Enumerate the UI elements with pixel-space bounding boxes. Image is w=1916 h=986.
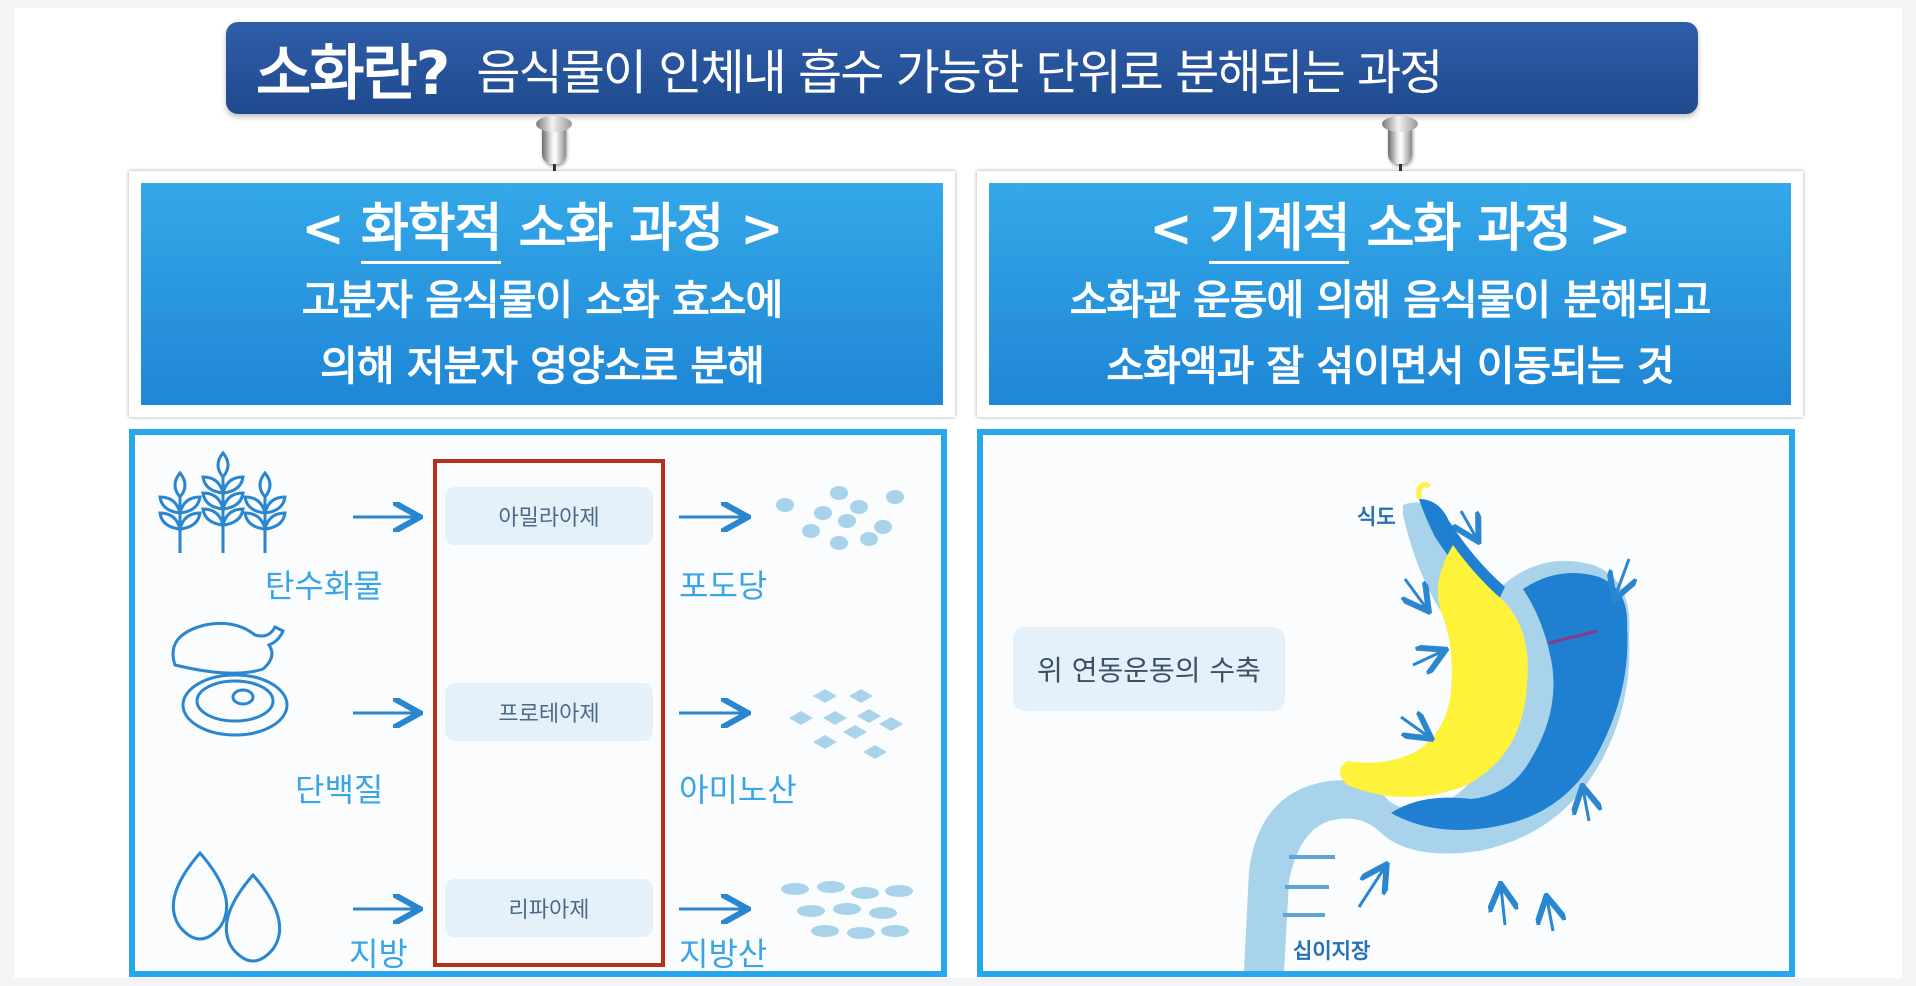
arrow-icons [353,517,745,909]
product-amino-acid-label: 아미노산 [679,771,797,809]
mechanical-diagram-panel: 위 연동운동의 수축 [977,429,1795,977]
product-glucose-label: 포도당 [679,567,768,605]
mechanical-title: < 기계적 소화 과정 > [989,197,1791,264]
enzyme-protease: 프로테아제 [445,683,653,741]
title-question: 소화란? [256,38,450,109]
chemical-title: < 화학적 소화 과정 > [141,197,943,264]
amino-acid-diamonds-icon [789,689,903,759]
peristalsis-contraction-label: 위 연동운동의 수축 [1013,627,1285,711]
glucose-dots-icon [776,486,904,550]
contraction-arrow-icons [1357,510,1629,932]
pushpin-icon [534,116,574,190]
chemical-description: 고분자 음식물이 소화 효소에 의해 저분자 영양소로 분해 [301,276,783,390]
mechanical-keyword: 기계적 [1208,199,1350,264]
mechanical-header-card: < 기계적 소화 과정 > 소화관 운동에 의해 음식물이 분해되고 소화액과 … [977,171,1803,417]
title-definition: 음식물이 인체내 흡수 가능한 단위로 분해되는 과정 [476,45,1443,101]
stomach-icon [1244,481,1630,971]
chemical-diagram-graphics [158,450,913,963]
title-banner: 소화란? 음식물이 인체내 흡수 가능한 단위로 분해되는 과정 [226,22,1698,114]
slide: 소화란? 음식물이 인체내 흡수 가능한 단위로 분해되는 과정 < 화학적 소… [14,8,1902,978]
food-fat-label: 지방 [349,935,408,973]
food-protein-label: 단백질 [295,771,384,809]
chemical-keyword: 화학적 [360,199,502,264]
fat-drops-icon [171,850,282,963]
esophagus-label: 식도 [1357,505,1396,529]
product-fatty-acid-label: 지방산 [679,935,768,973]
food-carbohydrate-label: 탄수화물 [265,567,383,605]
stomach-illustration [1244,481,1789,971]
meat-icon [171,621,289,737]
mechanical-description: 소화관 운동에 의해 음식물이 분해되고 소화액과 잘 섞이면서 이동되는 것 [1069,276,1712,390]
duodenum-label: 십이지장 [1293,939,1371,963]
chemical-header-card: < 화학적 소화 과정 > 고분자 음식물이 소화 효소에 의해 저분자 영양소… [129,171,955,417]
enzyme-lipase: 리파아제 [445,879,653,937]
enzyme-amylase: 아밀라아제 [445,487,653,545]
wheat-icon [158,450,287,553]
enzyme-highlight-frame [433,459,665,967]
fatty-acid-ovals-icon [781,881,913,939]
chemical-diagram-panel: 아밀라아제 프로테아제 리파아제 탄수화물 포도당 단백질 아미노산 지방 지방… [129,429,947,977]
